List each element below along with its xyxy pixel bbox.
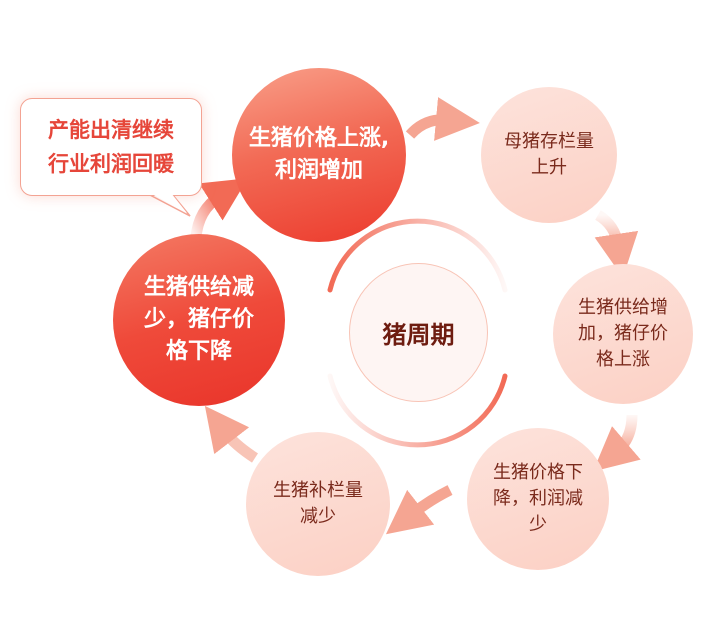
node-text: 少，猪仔价 [143,307,254,332]
callout-bubble: 产能出清继续 行业利润回暖 [20,98,202,196]
arrow-top-to-upper-right [405,97,480,141]
node-supply-increase: 生猪供给增加，猪仔价格上涨 [553,264,693,404]
arrow-lower-right-to-lower-left [385,485,453,535]
node-text: 少 [529,514,547,535]
node-text: 减少 [300,506,336,527]
callout-line: 行业利润回暖 [48,152,174,176]
node-sow-stock-up: 母猪存栏量上升 [481,87,617,223]
node-text: 生猪价格下 [493,462,583,483]
node-text: 利润增加 [274,158,363,183]
node-price-fall: 生猪价格下降，利润减少 [467,428,609,570]
arrow-right-to-lower-right [592,414,641,472]
center-ring [327,218,508,448]
callout-line: 产能出清继续 [48,118,174,142]
center-title: 猪周期 [349,263,488,402]
callout-tail [147,193,191,217]
node-text: 上升 [531,157,567,178]
node-restock-decrease: 生猪补栏量减少 [246,432,390,576]
node-supply-decrease: 生猪供给减少，猪仔价格下降 [113,234,285,406]
node-text: 母猪存栏量 [504,131,594,152]
node-text: 格下降 [165,339,232,364]
arrow-left-to-top [190,178,248,239]
node-text: 生猪补栏量 [273,480,363,501]
node-text: 生猪供给减 [143,275,254,300]
title-text: 猪周期 [382,321,455,349]
node-text: 生猪价格上涨, [248,126,390,151]
node-text: 加，猪仔价 [578,323,668,344]
node-text: 生猪供给增 [578,297,668,318]
arrow-lower-left-to-left [204,405,259,463]
node-text: 格上涨 [596,349,650,370]
arrow-upper-right-to-right [594,210,639,278]
node-price-rise: 生猪价格上涨, 利润增加 [232,68,406,242]
node-text: 降，利润减 [493,488,583,509]
